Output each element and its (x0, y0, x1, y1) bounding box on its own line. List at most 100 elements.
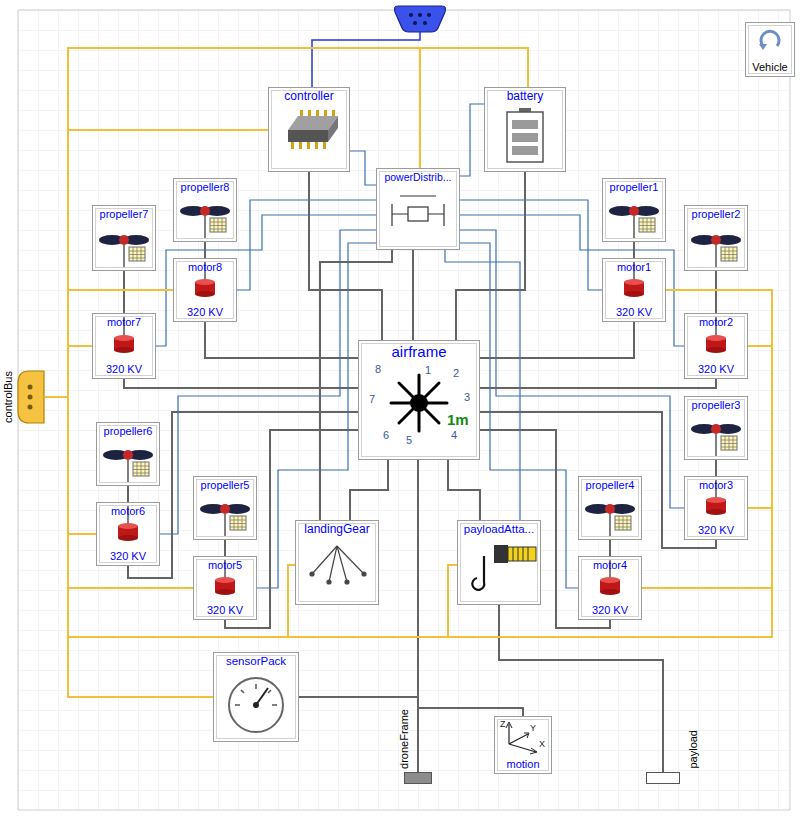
axis-label: X (539, 739, 545, 749)
chip-icon-part-part (299, 142, 302, 149)
mechanical-connector (320, 250, 392, 520)
landing-gear-icon-part (345, 580, 349, 584)
bus-connector-line (45, 130, 268, 397)
propeller-block: propeller7 (92, 205, 156, 271)
chip-icon (288, 110, 338, 149)
component-name: motor7 (107, 316, 141, 329)
box-ground-part (457, 520, 541, 605)
bus-pin-dot (28, 385, 33, 390)
mechanical-connector (224, 540, 226, 556)
box-ground-part (684, 205, 748, 271)
bus-pin-dot (28, 405, 33, 410)
landing-gear-icon (310, 546, 366, 584)
component-name: Vehicle (752, 61, 787, 74)
component-name: battery (507, 90, 544, 104)
component-name: motor1 (617, 261, 651, 274)
battery-block: battery (484, 87, 566, 172)
gauge-icon-part (235, 684, 277, 705)
landing-gear-block: landingGear (295, 520, 379, 605)
component-name: propeller1 (610, 181, 659, 194)
port-name: payload (687, 730, 700, 769)
port-name: droneFrame (398, 709, 411, 769)
box-ground-part (193, 476, 257, 540)
motor-block: motor2320 KV (684, 313, 748, 379)
component-parameter: 3 (464, 391, 470, 404)
chip-icon-part-part (324, 110, 327, 116)
propeller-icon-part (180, 206, 230, 241)
bus-connector-line (45, 48, 528, 397)
electric-connector (460, 104, 484, 176)
component-parameter: 8 (375, 363, 381, 376)
bus-connector-line (45, 290, 772, 637)
distribution-icon-part (400, 195, 436, 196)
component-parameter: 5 (406, 434, 412, 447)
top-bus-connector (312, 6, 446, 87)
propeller-icon-part (691, 235, 741, 270)
mechanical-connector (499, 605, 663, 772)
component-name: motor4 (593, 559, 627, 572)
battery-icon-part (507, 112, 543, 162)
landing-gear-icon-part (312, 546, 337, 574)
winch-icon-part (494, 545, 508, 563)
electric-connector (460, 200, 602, 290)
top-bus-connector-part (418, 13, 422, 17)
chip-icon-part-part (300, 110, 303, 116)
motor-block: motor4 320 KV (578, 556, 642, 620)
airframe-star-part (410, 394, 428, 412)
component-name: motion (506, 758, 539, 771)
box-ground-part (484, 87, 566, 172)
distribution-icon (392, 196, 444, 226)
battery-icon (507, 108, 543, 162)
bus-connector-line (45, 397, 457, 637)
vehicle-icon (759, 31, 779, 50)
landing-gear-icon-part (362, 572, 366, 576)
bus-connector-line (45, 397, 772, 637)
box-ground-part (745, 22, 795, 77)
propeller-block: propeller8 (173, 178, 237, 242)
box-ground-part (295, 520, 379, 605)
propeller-icon-part (691, 424, 741, 459)
component-parameter: 6 (383, 429, 389, 442)
propeller-icon-part (200, 504, 250, 539)
component-name: motor3 (699, 479, 733, 492)
propeller-icon-part (103, 450, 153, 485)
box-ground-part (96, 422, 160, 486)
top-bus-connector-part (427, 13, 431, 17)
motor-block: motor5320 KV (193, 556, 257, 620)
chip-icon-part (291, 110, 335, 149)
box-ground-part (193, 556, 257, 620)
chip-icon-part-part (291, 142, 294, 149)
axis-label: Z (500, 719, 506, 729)
landing-gear-icon-part (329, 546, 337, 582)
model-icon: Vehicle (745, 22, 795, 77)
distribution-icon-part (392, 204, 444, 226)
chip-icon-part-part (315, 142, 318, 149)
component-parameter: 320 KV (106, 363, 142, 376)
bus-connector-line (45, 346, 772, 637)
component-name: motor2 (699, 316, 733, 329)
winch-icon-part (472, 556, 484, 590)
mechanical-connector (350, 460, 388, 520)
motor-icon (114, 259, 726, 595)
vehicle-icon-part (759, 44, 767, 50)
component-name: propeller8 (181, 181, 230, 194)
mechanical-connector (715, 271, 717, 313)
airframe-star (391, 375, 447, 431)
component-parameter: 320 KV (592, 604, 628, 617)
mechanical-connector (448, 460, 480, 520)
gauge-icon-part (253, 702, 259, 708)
mechanical-connector (124, 379, 358, 388)
chip-icon-part (328, 116, 338, 142)
box-ground-part (92, 205, 156, 271)
frame-axes-icon (506, 722, 537, 754)
bus-connector-line (45, 397, 213, 697)
chip-icon-part-part (307, 142, 310, 149)
top-bus-connector-part (312, 32, 420, 87)
battery-icon-part (512, 120, 538, 129)
motor-block: motor8320 KV (173, 258, 237, 322)
landing-gear-icon-part (337, 546, 364, 574)
component-name: motor8 (188, 261, 222, 274)
box-ground-part (684, 396, 748, 460)
